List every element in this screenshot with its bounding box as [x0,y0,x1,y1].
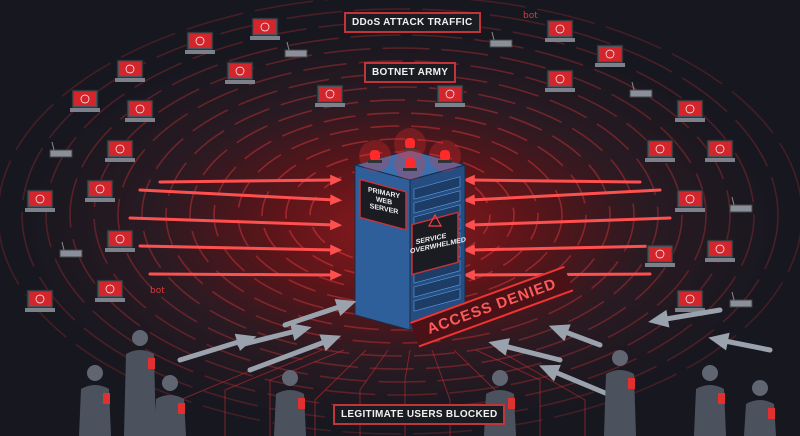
router-icon [629,81,653,98]
router-icon [489,31,513,48]
phone-icon [508,398,515,409]
attack-traffic-swirl [69,34,731,396]
server-rack-unit [413,274,461,298]
bot-tag: bot [523,11,538,21]
bot-laptop-icon [595,44,625,67]
bot-laptop-icon [645,244,675,267]
router-icon [284,41,308,58]
phone-icon [628,378,635,389]
user-icon [694,365,726,436]
bot-laptop-icon [675,99,705,122]
arrow-icon [708,332,773,353]
bot-laptop-icon [435,84,465,107]
arrow-icon [462,216,672,231]
bot-monitor-icon [545,69,575,92]
bot-laptop-icon [250,17,280,40]
arrow-icon [538,364,613,398]
legitimate-users-blocked-label: LEGITIMATE USERS BLOCKED [333,404,506,425]
arrow-icon [138,244,343,256]
arrow-icon [247,334,342,373]
arrow-icon [462,174,642,186]
circuit-trace [269,349,345,436]
bot-laptop-icon [545,19,575,42]
attack-traffic-swirl [117,60,683,370]
circuit-trace [224,349,323,436]
bot-monitor-icon [115,59,145,82]
bot-laptop-icon [95,279,125,302]
bot-monitor-icon [25,189,55,212]
bot-laptop-icon [85,179,115,202]
attack-traffic-swirl [189,99,611,331]
bot-monitor-icon [105,229,135,252]
attack-traffic-swirl [237,125,563,305]
user-icon [79,365,111,436]
alarm-light-icon [359,140,391,172]
user-icon [484,370,516,436]
phone-icon [103,393,110,404]
bot-laptop-icon [25,289,55,312]
bot-laptop-icon [705,239,735,262]
arrow-icon [282,299,357,328]
alarm-light-icon [394,128,426,160]
bot-tag: bot [150,286,165,296]
bot-laptop-icon [675,289,705,312]
router-icon [49,141,73,158]
arrow-icon [488,338,563,363]
user-icon [744,380,776,436]
bot-laptop-icon [70,89,100,112]
arrow-icon [138,188,343,206]
router-icon [729,196,753,213]
alarm-light-icon [429,140,461,172]
circuit-trace [475,349,541,436]
arrow-icon [128,216,343,231]
phone-icon [178,403,185,414]
phone-icon [718,393,725,404]
circuit-trace [314,349,367,436]
bot-laptop-icon [185,31,215,54]
warning-icon [427,213,443,227]
phone-icon [298,398,305,409]
phone-icon [768,408,775,419]
user-icon [124,330,156,436]
phone-icon [148,358,155,369]
router-icon [59,241,83,258]
bot-monitor-icon [315,84,345,107]
server-rack-unit [413,288,461,312]
botnet-army-label: BOTNET ARMY [364,62,457,83]
user-icon [604,350,636,436]
arrow-icon [462,188,662,206]
server-rack-unit [413,190,461,214]
circuit-trace [497,349,586,436]
attack-traffic-swirl [21,8,779,422]
user-icon [154,375,186,436]
bot-laptop-icon [225,61,255,84]
arrow-icon [462,244,662,256]
attack-traffic-swirl [93,47,707,383]
bot-laptop-icon [645,139,675,162]
alarm-light-icon [394,148,426,180]
ddos-attack-traffic-label: DDoS ATTACK TRAFFIC [344,12,481,33]
bot-laptop-icon [105,139,135,162]
bot-monitor-icon [125,99,155,122]
bot-monitor-icon [705,139,735,162]
arrow-icon [548,324,603,348]
user-icon [274,370,306,436]
attack-traffic-swirl [165,86,635,344]
arrow-icon [148,269,343,281]
arrow-icon [648,307,723,328]
arrow-icon [237,323,312,348]
server-rack-unit [413,176,461,200]
arrow-icon [158,174,343,186]
router-icon [729,291,753,308]
bot-monitor-icon [675,189,705,212]
